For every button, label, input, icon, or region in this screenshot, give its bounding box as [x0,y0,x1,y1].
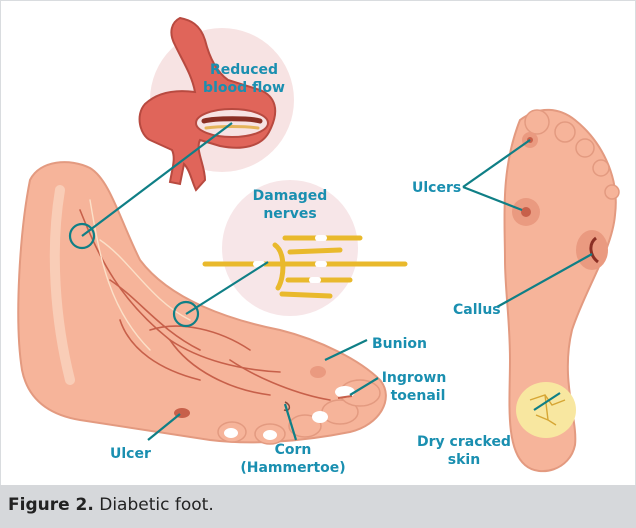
label-bunion: Bunion [372,336,427,352]
label-reduced-blood-flow-2: blood flow [203,80,285,96]
sole-foot [504,110,619,471]
label-ulcers: Ulcers [412,180,461,196]
label-dry-cracked-skin-1: Dry cracked [417,434,511,450]
label-damaged-nerves-1: Damaged [253,188,328,204]
label-ingrown-toenail-2: toenail [391,388,446,404]
label-ulcer: Ulcer [110,446,151,462]
label-ingrown-toenail-1: Ingrown [382,370,447,386]
bunion-mark [310,366,326,378]
label-dry-cracked-skin-2: skin [448,452,480,468]
diabetic-foot-illustration: Reduced blood flow Damaged nerves Ulcers… [0,0,636,484]
caption-number: Figure 2. [8,495,94,515]
label-damaged-nerves-2: nerves [263,206,316,222]
caption-text: Diabetic foot. [94,495,214,515]
label-callus: Callus [453,302,501,318]
figure-caption: Figure 2. Diabetic foot. [8,495,214,515]
caption-bar: Figure 2. Diabetic foot. [0,485,636,528]
label-corn-2: (Hammertoe) [240,460,345,476]
label-reduced-blood-flow-1: Reduced [210,62,278,78]
label-corn-1: Corn [275,442,312,458]
sole-dry-heel [516,382,576,438]
